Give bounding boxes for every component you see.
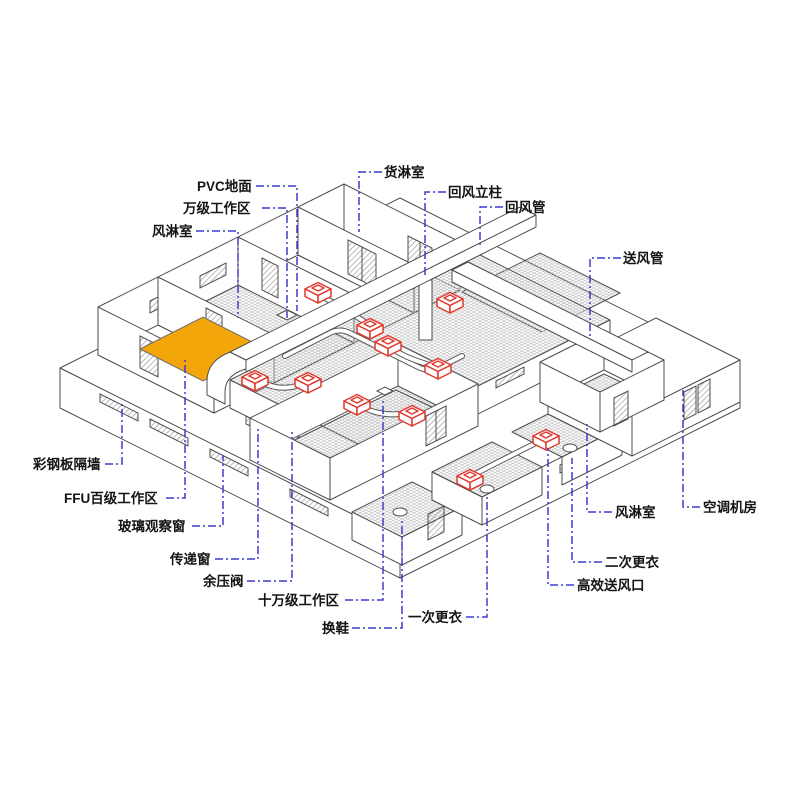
door bbox=[683, 385, 697, 421]
label-pressure-valve: 余压阀 bbox=[202, 573, 244, 589]
label-air-shower-left: 风淋室 bbox=[152, 223, 193, 239]
air-ducts bbox=[206, 206, 649, 405]
roof-marker bbox=[375, 386, 395, 396]
door bbox=[697, 378, 711, 414]
leader-air-shower-left bbox=[196, 230, 239, 318]
window-slot bbox=[199, 262, 227, 289]
label-hepa-outlet: 高效送风口 bbox=[577, 577, 645, 593]
label-ffu-zone: FFU百级工作区 bbox=[64, 490, 158, 506]
leader-pressure-valve bbox=[247, 432, 293, 582]
ceiling-vent bbox=[479, 484, 495, 494]
leader-shoe-change bbox=[352, 518, 403, 629]
window-slot bbox=[289, 488, 329, 517]
leader-ffu-zone bbox=[166, 360, 186, 499]
door bbox=[261, 257, 279, 299]
label-shoe-change: 换鞋 bbox=[322, 620, 349, 636]
label-first-change: 一次更衣 bbox=[408, 609, 462, 625]
leader-supply-air-duct bbox=[589, 257, 621, 336]
label-pvc-floor: PVC地面 bbox=[197, 178, 252, 194]
leader-class-10k bbox=[262, 207, 288, 318]
supply-air-duct-side bbox=[451, 269, 633, 373]
door bbox=[613, 390, 629, 427]
ceiling-vent bbox=[562, 443, 578, 453]
leader-pvc-floor bbox=[256, 185, 298, 311]
label-steel-panel: 彩钢板隔墙 bbox=[32, 456, 101, 472]
window-slot bbox=[99, 393, 139, 422]
label-transfer-window: 传递窗 bbox=[169, 551, 211, 567]
window-slot bbox=[209, 448, 249, 477]
leader-return-air-duct bbox=[479, 206, 503, 248]
return-air-duct-elbow bbox=[206, 351, 247, 405]
window-slot bbox=[495, 366, 525, 389]
label-glass-window: 玻璃观察窗 bbox=[118, 518, 186, 534]
label-supply-air-duct: 送风管 bbox=[622, 250, 664, 266]
window-slot bbox=[149, 418, 189, 447]
leader-cargo-shower bbox=[358, 171, 382, 232]
leader-air-shower-right bbox=[586, 424, 612, 513]
label-class-100k: 十万级工作区 bbox=[258, 592, 339, 608]
label-cargo-shower: 货淋室 bbox=[383, 164, 425, 180]
leader-hepa-outlet bbox=[547, 448, 574, 586]
label-second-change: 二次更衣 bbox=[605, 554, 659, 570]
label-ac-room: 空调机房 bbox=[703, 499, 757, 515]
label-class-10k: 万级工作区 bbox=[182, 200, 251, 216]
ceiling-vent bbox=[392, 507, 408, 517]
label-air-shower-right: 风淋室 bbox=[615, 504, 656, 520]
leader-second-change bbox=[571, 458, 602, 563]
labels: PVC地面 万级工作区 风淋室 货淋室 回风立柱 回风管 送风管 彩钢板隔墙 F… bbox=[32, 164, 757, 636]
door bbox=[427, 505, 445, 541]
return-air-column bbox=[418, 279, 433, 341]
leader-transfer-window bbox=[215, 426, 259, 560]
label-return-air-duct: 回风管 bbox=[505, 199, 546, 215]
leader-steel-panel bbox=[105, 402, 123, 465]
leader-class-100k bbox=[345, 398, 384, 601]
leader-lines bbox=[105, 171, 700, 629]
leader-return-air-column bbox=[424, 191, 446, 278]
leader-ac-room bbox=[682, 390, 700, 508]
label-return-air-column: 回风立柱 bbox=[448, 184, 502, 200]
leader-first-change bbox=[466, 496, 488, 618]
return-air-duct-side bbox=[245, 214, 537, 373]
